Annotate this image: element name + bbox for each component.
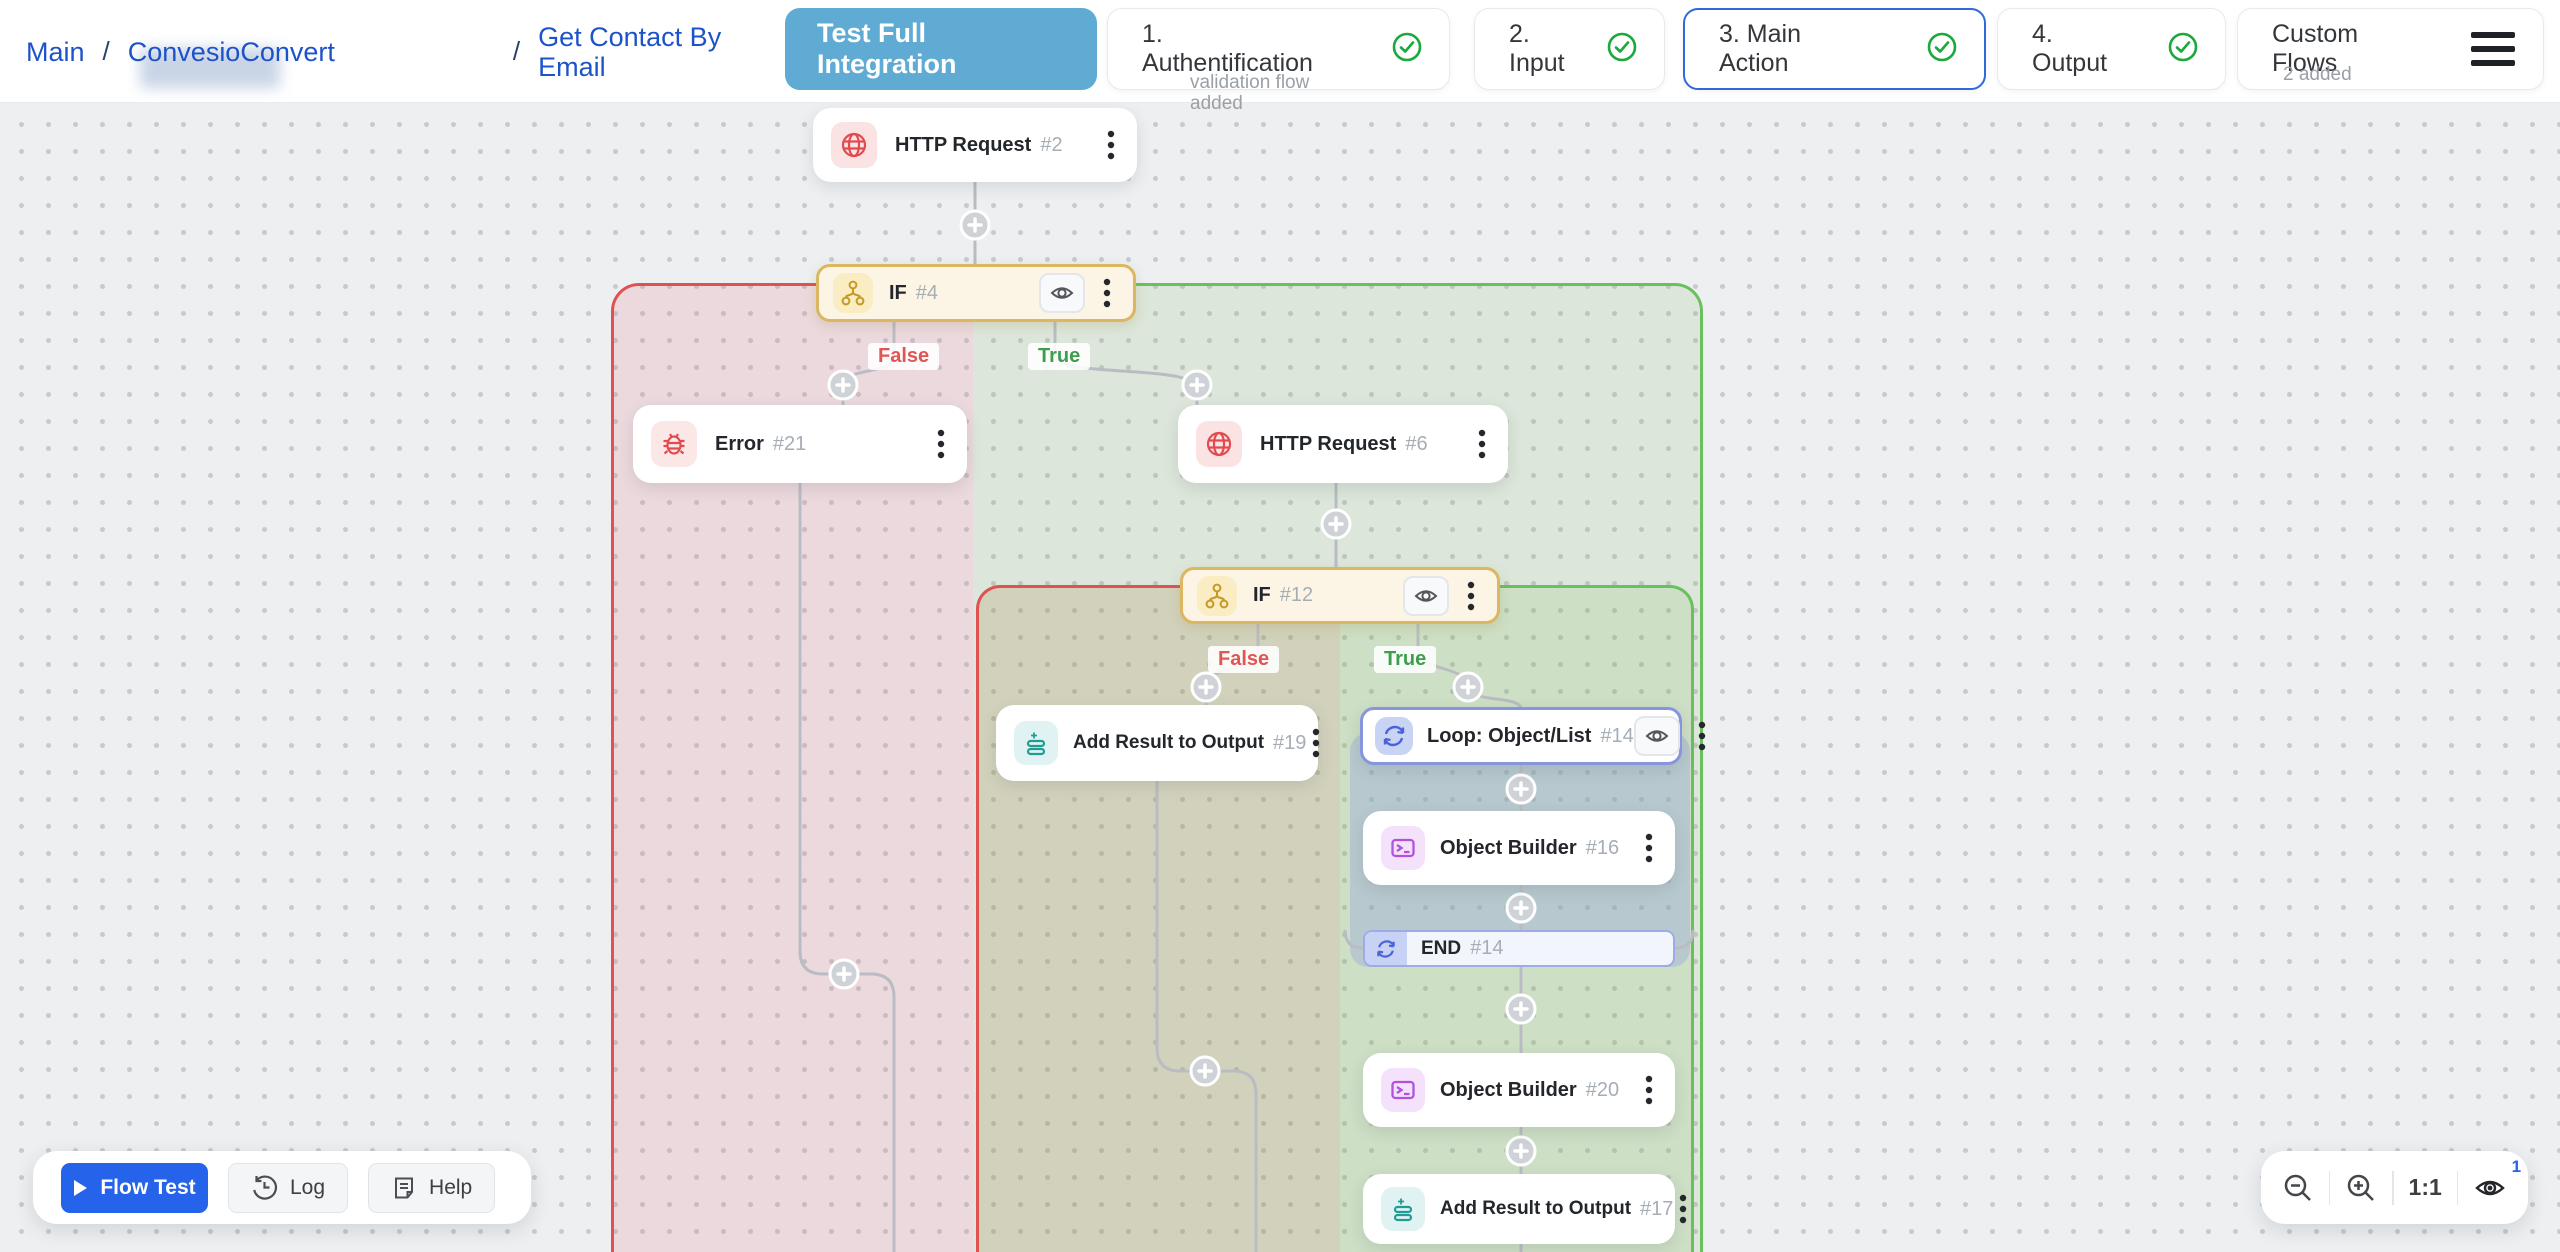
zoom-in-button[interactable] bbox=[2345, 1172, 2377, 1204]
flow-test-button[interactable]: Flow Test bbox=[61, 1162, 208, 1213]
log-button[interactable]: Log bbox=[228, 1162, 349, 1213]
watchers-eye-button[interactable]: 1 bbox=[2473, 1157, 2521, 1205]
tab-authentification[interactable]: 1.Authentification bbox=[1107, 8, 1450, 90]
hamburger-menu-icon[interactable] bbox=[2471, 32, 2515, 66]
breadcrumb-main[interactable]: Main bbox=[26, 36, 85, 67]
zoom-out-button[interactable] bbox=[2282, 1172, 2314, 1204]
branch-label-false: False bbox=[1208, 646, 1280, 673]
branch-label-true: True bbox=[1374, 646, 1437, 673]
flow-canvas[interactable]: False True False True HTTP Request #2 IF… bbox=[0, 103, 2560, 1252]
object-builder-terminal-icon bbox=[1381, 1068, 1425, 1112]
node-menu-kebab[interactable] bbox=[931, 424, 951, 464]
add-result-stack-icon bbox=[1381, 1187, 1425, 1231]
eye-icon bbox=[2475, 1180, 2505, 1195]
header: Main / ConvesioConvert / Get Contact By … bbox=[0, 0, 2560, 114]
add-node-button[interactable] bbox=[1181, 369, 1213, 401]
add-node-button[interactable] bbox=[1505, 993, 1537, 1025]
node-menu-kebab[interactable] bbox=[1472, 424, 1492, 464]
add-node-button[interactable] bbox=[828, 958, 860, 990]
add-result-stack-icon bbox=[1014, 721, 1058, 765]
tab-custom-flows-subtext: 2 added bbox=[2283, 64, 2352, 85]
divider bbox=[2328, 1170, 2331, 1205]
node-object-builder-16[interactable]: Object Builder #16 bbox=[1363, 811, 1675, 885]
node-add-result-to-output-19[interactable]: Add Result to Output #19 bbox=[996, 705, 1320, 781]
connector-layer bbox=[798, 182, 1695, 1252]
branch-icon bbox=[833, 273, 873, 313]
zoom-ratio-button[interactable]: 1:1 bbox=[2408, 1174, 2442, 1200]
watchers-count: 1 bbox=[2511, 1156, 2522, 1176]
node-menu-kebab[interactable] bbox=[1692, 716, 1712, 756]
node-if-4[interactable]: IF #4 bbox=[816, 264, 1136, 322]
add-node-button[interactable] bbox=[1452, 671, 1484, 703]
tab-authentification-subtext: validation flow added bbox=[1190, 72, 1310, 114]
node-add-result-to-output-17[interactable]: Add Result to Output #17 bbox=[1363, 1174, 1687, 1244]
play-icon bbox=[74, 1179, 88, 1196]
preview-eye-button[interactable] bbox=[1403, 575, 1449, 616]
bug-icon bbox=[651, 421, 697, 467]
breadcrumb: Main / ConvesioConvert / Get Contact By … bbox=[26, 0, 743, 103]
node-if-12[interactable]: IF #12 bbox=[1180, 567, 1500, 624]
canvas-zoom-bar: 1:1 1 bbox=[2261, 1151, 2528, 1224]
canvas-action-bar: Flow Test Log Help bbox=[33, 1151, 531, 1224]
add-node-button[interactable] bbox=[1505, 892, 1537, 924]
node-loop-object-list-14[interactable]: Loop: Object/List #14 bbox=[1360, 707, 1706, 765]
redacted-text bbox=[140, 48, 280, 88]
add-node-button[interactable] bbox=[1505, 773, 1537, 805]
add-node-button[interactable] bbox=[827, 369, 859, 401]
check-circle-icon bbox=[1391, 31, 1423, 68]
check-circle-icon bbox=[1926, 31, 1958, 68]
node-menu-kebab[interactable] bbox=[1306, 723, 1326, 763]
node-menu-kebab[interactable] bbox=[1673, 1189, 1693, 1229]
tab-input[interactable]: 2.Input bbox=[1474, 8, 1665, 90]
help-doc-icon bbox=[395, 1177, 414, 1198]
node-http-request-6[interactable]: HTTP Request #6 bbox=[1178, 405, 1508, 483]
globe-icon bbox=[831, 122, 877, 168]
globe-icon bbox=[1196, 421, 1242, 467]
node-error-21[interactable]: Error #21 bbox=[633, 405, 967, 483]
branch-icon bbox=[1197, 575, 1237, 616]
add-node-button[interactable] bbox=[1320, 508, 1352, 540]
preview-eye-button[interactable] bbox=[1633, 716, 1680, 756]
test-full-integration-button[interactable]: Test Full Integration bbox=[785, 8, 1097, 90]
add-node-button[interactable] bbox=[1505, 1135, 1537, 1167]
node-menu-kebab[interactable] bbox=[1639, 828, 1659, 868]
node-menu-kebab[interactable] bbox=[1097, 273, 1117, 313]
divider bbox=[2392, 1170, 2394, 1205]
tab-output[interactable]: 4.Output bbox=[1997, 8, 2226, 90]
preview-eye-button[interactable] bbox=[1039, 273, 1085, 313]
divider bbox=[2456, 1170, 2459, 1205]
check-circle-icon bbox=[2167, 31, 2199, 68]
node-object-builder-20[interactable]: Object Builder #20 bbox=[1363, 1053, 1675, 1127]
node-menu-kebab[interactable] bbox=[1461, 576, 1481, 616]
add-node-button[interactable] bbox=[959, 209, 991, 241]
help-button[interactable]: Help bbox=[368, 1162, 496, 1213]
node-menu-kebab[interactable] bbox=[1639, 1070, 1659, 1110]
loop-icon bbox=[1375, 717, 1413, 755]
history-clock-icon bbox=[253, 1175, 278, 1200]
node-menu-kebab[interactable] bbox=[1101, 125, 1121, 165]
add-node-button[interactable] bbox=[1189, 1055, 1221, 1087]
breadcrumb-separator: / bbox=[512, 36, 521, 66]
branch-label-false: False bbox=[868, 343, 940, 370]
add-node-button[interactable] bbox=[1190, 671, 1222, 703]
loop-icon bbox=[1365, 932, 1407, 965]
object-builder-terminal-icon bbox=[1381, 826, 1425, 870]
branch-label-true: True bbox=[1028, 343, 1091, 370]
breadcrumb-app[interactable]: ConvesioConvert bbox=[127, 36, 335, 67]
node-loop-end-14[interactable]: END #14 bbox=[1363, 930, 1675, 967]
node-http-request-2[interactable]: HTTP Request #2 bbox=[813, 108, 1137, 182]
breadcrumb-separator: / bbox=[102, 36, 110, 66]
check-circle-icon bbox=[1606, 31, 1638, 68]
breadcrumb-flow[interactable]: Get Contact By Email bbox=[538, 21, 722, 82]
